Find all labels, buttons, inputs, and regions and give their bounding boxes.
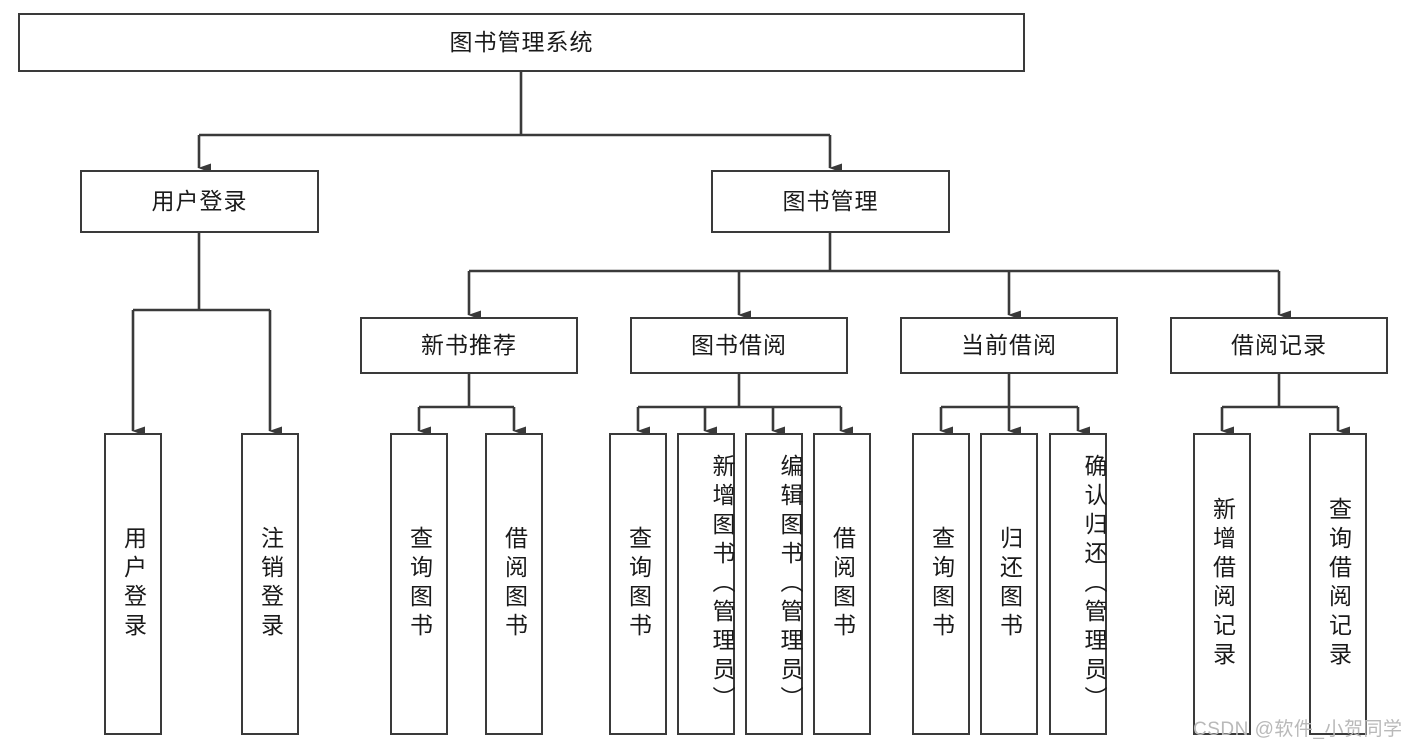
watermark-text: CSDN @软件_小贺同学 bbox=[1193, 719, 1403, 740]
leaf-newbook-query-book[interactable]: 查询图书 bbox=[390, 433, 448, 735]
node-book-management[interactable]: 图书管理 bbox=[711, 170, 950, 233]
leaf-borrow-query-book[interactable]: 查询图书 bbox=[609, 433, 667, 735]
leaf-current-return-book[interactable]: 归还图书 bbox=[980, 433, 1038, 735]
leaf-current-confirm-return-admin[interactable]: 确认归还（管理员） bbox=[1049, 433, 1107, 735]
node-user-login[interactable]: 用户登录 bbox=[80, 170, 319, 233]
leaf-records-add-record[interactable]: 新增借阅记录 bbox=[1193, 433, 1251, 735]
node-borrow-records[interactable]: 借阅记录 bbox=[1170, 317, 1388, 374]
leaf-current-query-book[interactable]: 查询图书 bbox=[912, 433, 970, 735]
node-current-borrow[interactable]: 当前借阅 bbox=[900, 317, 1118, 374]
leaf-borrow-add-book-admin[interactable]: 新增图书（管理员） bbox=[677, 433, 735, 735]
leaf-records-query-record[interactable]: 查询借阅记录 bbox=[1309, 433, 1367, 735]
leaf-borrow-borrow-book[interactable]: 借阅图书 bbox=[813, 433, 871, 735]
leaf-newbook-borrow-book[interactable]: 借阅图书 bbox=[485, 433, 543, 735]
leaf-user-logout[interactable]: 注销登录 bbox=[241, 433, 299, 735]
node-book-borrow[interactable]: 图书借阅 bbox=[630, 317, 848, 374]
node-new-book-recommend[interactable]: 新书推荐 bbox=[360, 317, 578, 374]
node-root[interactable]: 图书管理系统 bbox=[18, 13, 1025, 72]
leaf-borrow-edit-book-admin[interactable]: 编辑图书（管理员） bbox=[745, 433, 803, 735]
leaf-user-login[interactable]: 用户登录 bbox=[104, 433, 162, 735]
